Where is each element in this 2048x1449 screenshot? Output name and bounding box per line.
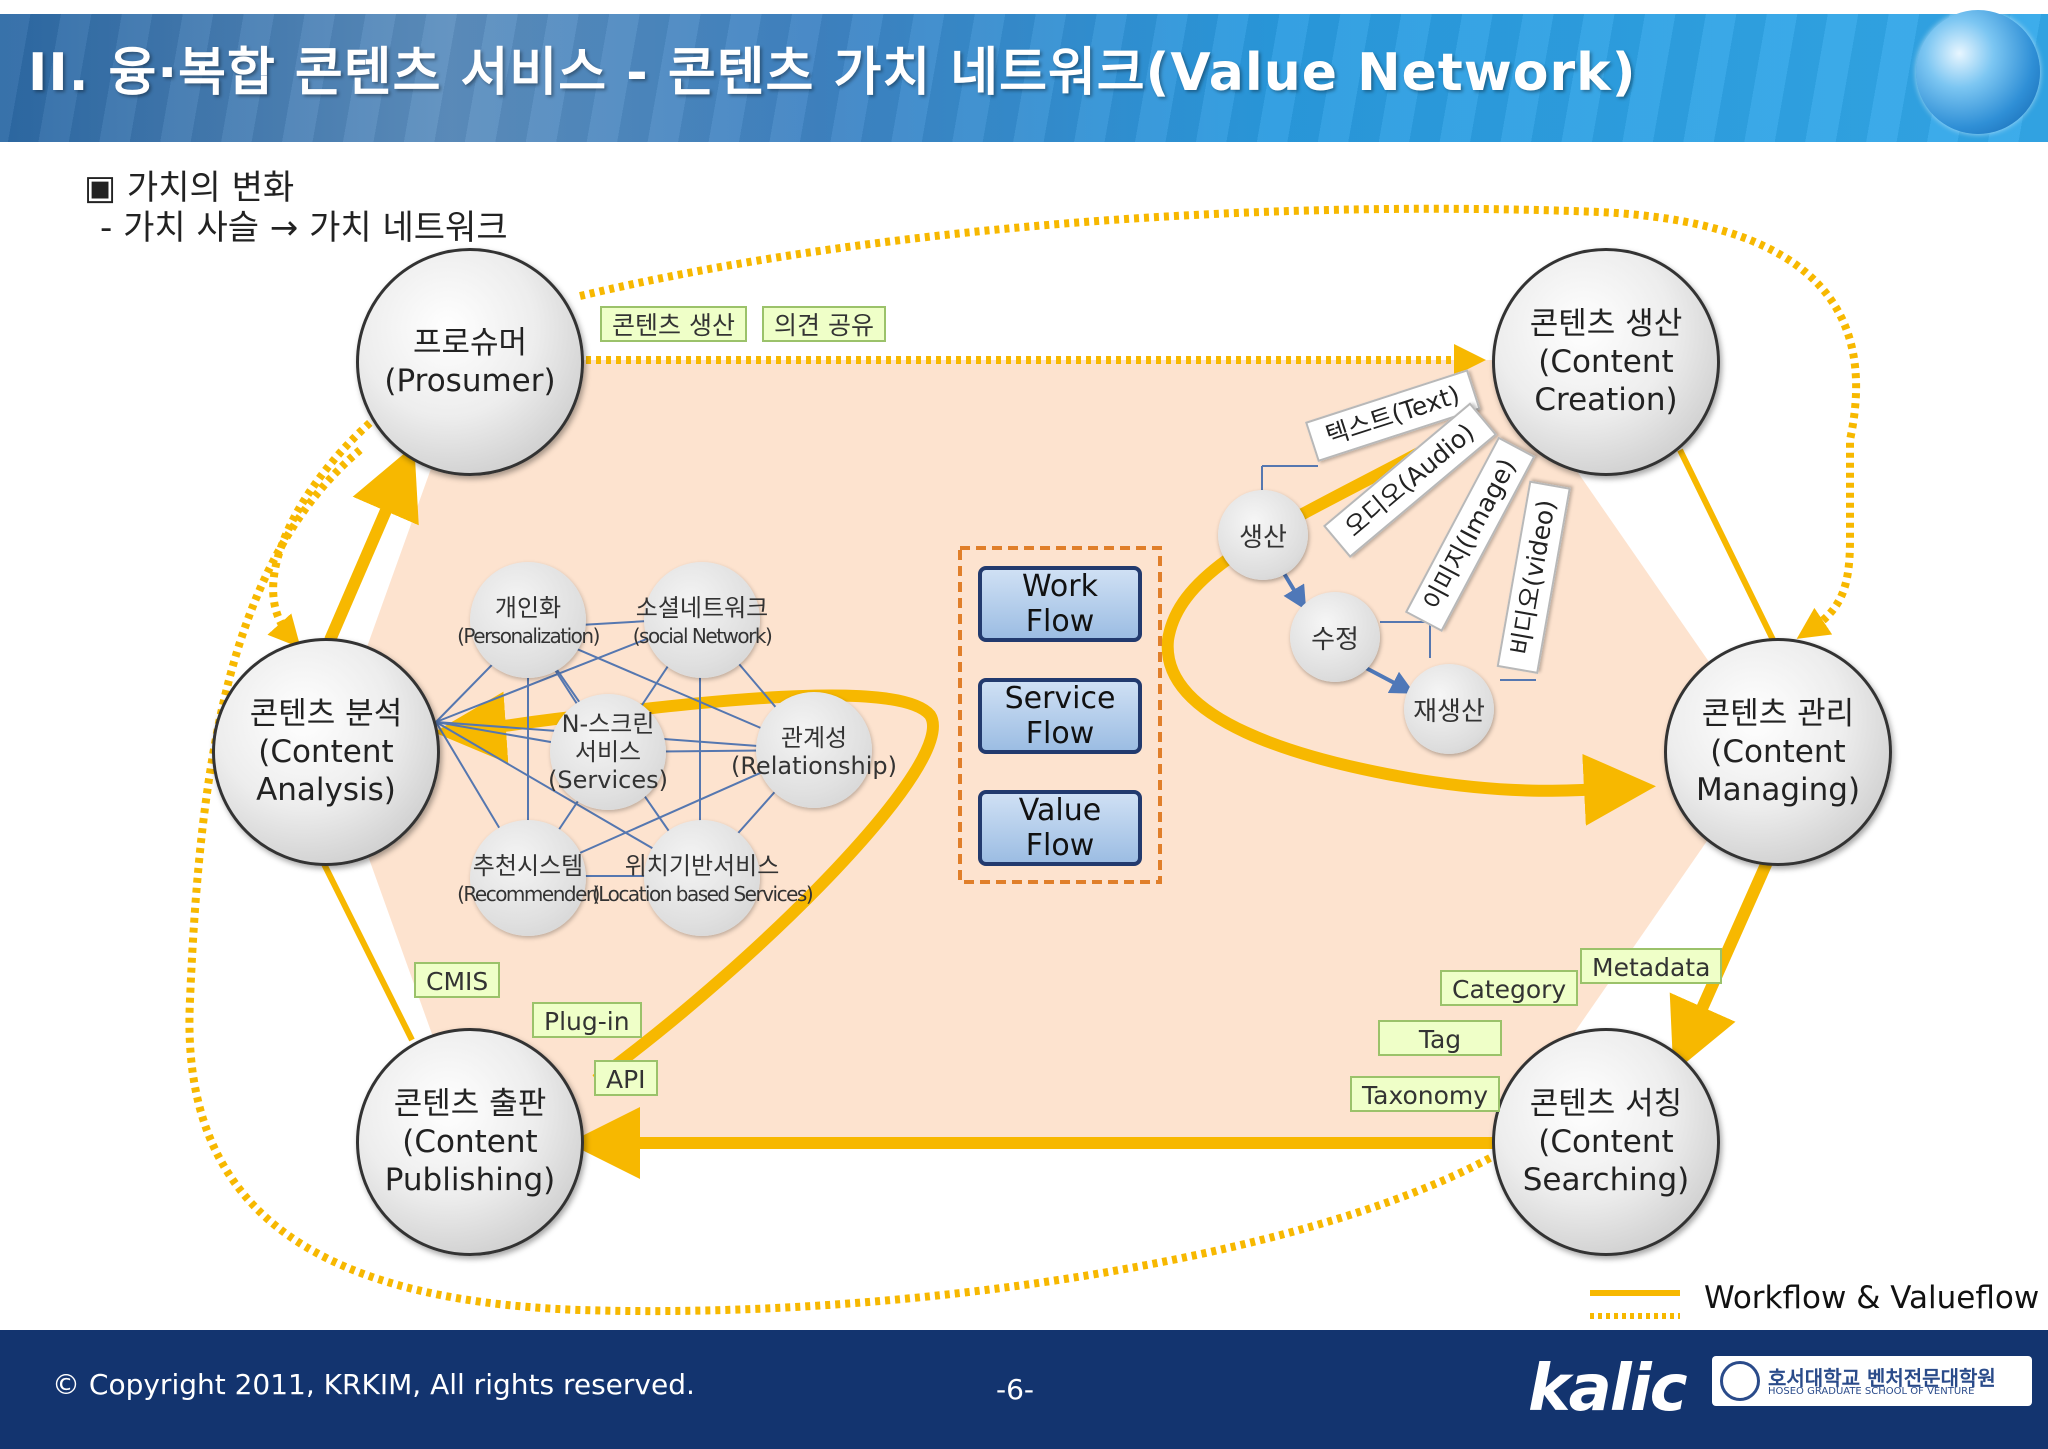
legend-label: Workflow & Valueflow: [1704, 1280, 2040, 1316]
tag-content-production: 콘텐츠 생산: [600, 306, 747, 342]
edge-managing-searching: [1669, 857, 1774, 1073]
tag-api: API: [594, 1060, 658, 1096]
label-social-network: 소셜네트워크: [635, 594, 769, 622]
tag-cmis: CMIS: [414, 962, 501, 998]
curve-publishing-analysis: [434, 689, 939, 1085]
label-location-services-en: (Location based Services): [592, 882, 814, 906]
tag-opinion-sharing: 의견 공유: [762, 306, 886, 342]
node-content-creation: 콘텐츠 생산 (Content Creation): [1492, 248, 1720, 476]
node-content-publishing: 콘텐츠 출판 (Content Publishing): [356, 1028, 584, 1256]
label-personalization-en: (Personalization): [457, 624, 600, 648]
node-content-managing: 콘텐츠 관리 (Content Managing): [1664, 638, 1892, 866]
node-reproduce: 재생산: [1404, 664, 1494, 754]
outer-dotted-left: [267, 406, 388, 648]
bubble-recommender: [470, 820, 586, 936]
node-content-analysis: 콘텐츠 분석 (Content Analysis): [212, 638, 440, 866]
outer-dotted-top: [579, 204, 1861, 639]
node-content-searching: 콘텐츠 서칭 (Content Searching): [1492, 1028, 1720, 1256]
label-n-screen: N-스크린 서비스 (Services): [548, 710, 668, 794]
bubble-social-network: [644, 562, 760, 678]
tag-taxonomy: Taxonomy: [1350, 1076, 1501, 1112]
edge-creation-managing: [1677, 448, 1781, 652]
edge-analysis-prosumer: [324, 444, 419, 643]
tag-tag: Tag: [1378, 1020, 1502, 1056]
edge-publishing-analysis: [319, 858, 415, 1042]
copyright-text: © Copyright 2011, KRKIM, All rights rese…: [52, 1368, 695, 1401]
header-banner: [0, 14, 2048, 142]
label-location-services: 위치기반서비스: [624, 852, 780, 880]
arrow-create-edit: [1280, 568, 1307, 611]
arrow-edit-reproduce: [1365, 666, 1415, 694]
kalic-logo: kalic: [1528, 1352, 1688, 1426]
bubble-personalization: [470, 562, 586, 678]
label-relationship: 관계성 (Relationship): [730, 724, 898, 780]
header-texture: [0, 14, 2048, 142]
hoseo-logo-text: 호서대학교 벤처전문대학원: [1768, 1366, 1996, 1390]
node-prosumer: 프로슈머 (Prosumer): [356, 248, 584, 476]
label-recommender: 추천시스템: [472, 852, 584, 880]
bubble-location-services: [644, 820, 760, 936]
intro-heading: ▣ 가치의 변화: [84, 168, 295, 208]
intro-subheading: - 가치 사슬 → 가치 네트워크: [100, 208, 508, 248]
value-flow-box: Value Flow: [978, 790, 1142, 866]
tag-metadata: Metadata: [1580, 948, 1723, 984]
work-flow-box: Work Flow: [978, 566, 1142, 642]
node-create: 생산: [1218, 490, 1308, 580]
page-number: -6-: [996, 1373, 1035, 1406]
service-flow-box: Service Flow: [978, 678, 1142, 754]
page-title: II. 융·복합 콘텐츠 서비스 - 콘텐츠 가치 네트워크(Value Net…: [28, 43, 1637, 103]
flow-group-box: [958, 546, 1162, 884]
label-recommender-en: (Recommender): [457, 882, 600, 906]
hoseo-logo: 호서대학교 벤처전문대학원 HOSEO GRADUATE SCHOOL OF V…: [1712, 1356, 2032, 1406]
globe-icon: [1916, 10, 2040, 134]
footer-bar: [0, 1330, 2048, 1449]
bubble-relationship: [756, 692, 872, 808]
university-seal-icon: [1720, 1361, 1760, 1401]
hoseo-logo-subtext: HOSEO GRADUATE SCHOOL OF VENTURE: [1768, 1386, 1975, 1397]
label-personalization: 개인화: [494, 594, 562, 622]
node-edit: 수정: [1290, 592, 1380, 682]
tag-category: Category: [1440, 970, 1579, 1006]
label-social-network-en: (social Network): [632, 624, 773, 648]
tag-plugin: Plug-in: [532, 1002, 642, 1038]
bubble-n-screen: [550, 694, 666, 810]
